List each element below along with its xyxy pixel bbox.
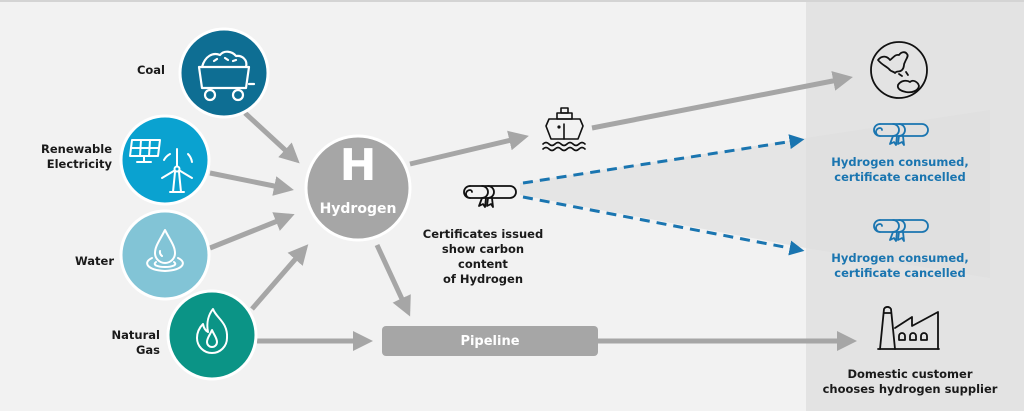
- consumed-1-line1: Hydrogen consumed,: [831, 155, 969, 169]
- pipeline-box: Pipeline: [382, 326, 598, 356]
- arrow-ship-to-globe: [591, 71, 853, 131]
- source-label-renewable: Renewable Electricity: [30, 142, 112, 172]
- domestic-line1: Domestic customer: [847, 367, 973, 381]
- certificate-scroll-icon-consumed-1: [873, 123, 929, 146]
- consumed-2-line1: Hydrogen consumed,: [831, 251, 969, 265]
- domestic-line2: chooses hydrogen supplier: [822, 382, 998, 396]
- ship-icon: [542, 107, 586, 152]
- source-water: [119, 209, 211, 301]
- hydrogen-label: Hydrogen: [319, 201, 397, 217]
- top-border: [0, 0, 1024, 2]
- arrow-renewable-to-hydrogen: [209, 170, 294, 196]
- source-label-renewable-line1: Renewable: [41, 142, 112, 156]
- arrow-coal-to-hydrogen: [243, 111, 300, 164]
- factory-icon: [877, 306, 940, 350]
- dashed-arrow-certificate-1: [522, 134, 805, 185]
- source-label-water: Water: [74, 254, 114, 268]
- consumed-label-1: Hydrogen consumed, certificate cancelled: [820, 155, 980, 185]
- source-coal: [178, 27, 270, 119]
- consumed-1-line2: certificate cancelled: [834, 170, 966, 184]
- globe-icon: [870, 41, 928, 99]
- solar-wind-icon: [129, 139, 193, 193]
- arrow-gas-to-hydrogen: [250, 244, 309, 311]
- arrow-water-to-hydrogen: [209, 212, 295, 251]
- flame-icon: [196, 308, 229, 354]
- hydrogen-hub-circle: [304, 134, 412, 242]
- hydrogen-symbol: H: [339, 140, 377, 191]
- consumed-2-line2: certificate cancelled: [834, 266, 966, 280]
- certificates-line2: show carbon content: [441, 242, 525, 271]
- certificates-line1: Certificates issued: [422, 227, 544, 241]
- consumed-label-2: Hydrogen consumed, certificate cancelled: [820, 251, 980, 281]
- pipeline-label: Pipeline: [460, 333, 520, 349]
- domestic-label: Domestic customer chooses hydrogen suppl…: [820, 367, 1000, 397]
- coal-cart-icon: [197, 50, 256, 102]
- arrow-hydrogen-to-pipeline: [374, 243, 411, 317]
- source-label-gas-line1: Natural: [111, 328, 160, 342]
- source-natural-gas: [166, 289, 258, 381]
- source-label-natural-gas: Natural Gas: [90, 328, 160, 358]
- water-drop-icon: [146, 229, 184, 272]
- certificate-fan-shading-panel: [806, 110, 990, 278]
- certificates-issued-text: Certificates issued show carbon content …: [418, 227, 548, 287]
- dashed-arrow-certificate-2: [522, 195, 805, 256]
- source-renewable-electricity: [119, 114, 211, 206]
- arrow-hydrogen-to-ship: [409, 130, 529, 167]
- source-label-renewable-line2: Electricity: [46, 157, 112, 171]
- source-label-gas-line2: Gas: [135, 343, 160, 357]
- certificate-fan-shading: [520, 138, 806, 248]
- certificates-line3: of Hydrogen: [442, 272, 524, 286]
- certificate-scroll-icon-consumed-2: [873, 219, 929, 242]
- source-label-coal: Coal: [136, 63, 165, 77]
- certificate-scroll-icon: [463, 185, 517, 208]
